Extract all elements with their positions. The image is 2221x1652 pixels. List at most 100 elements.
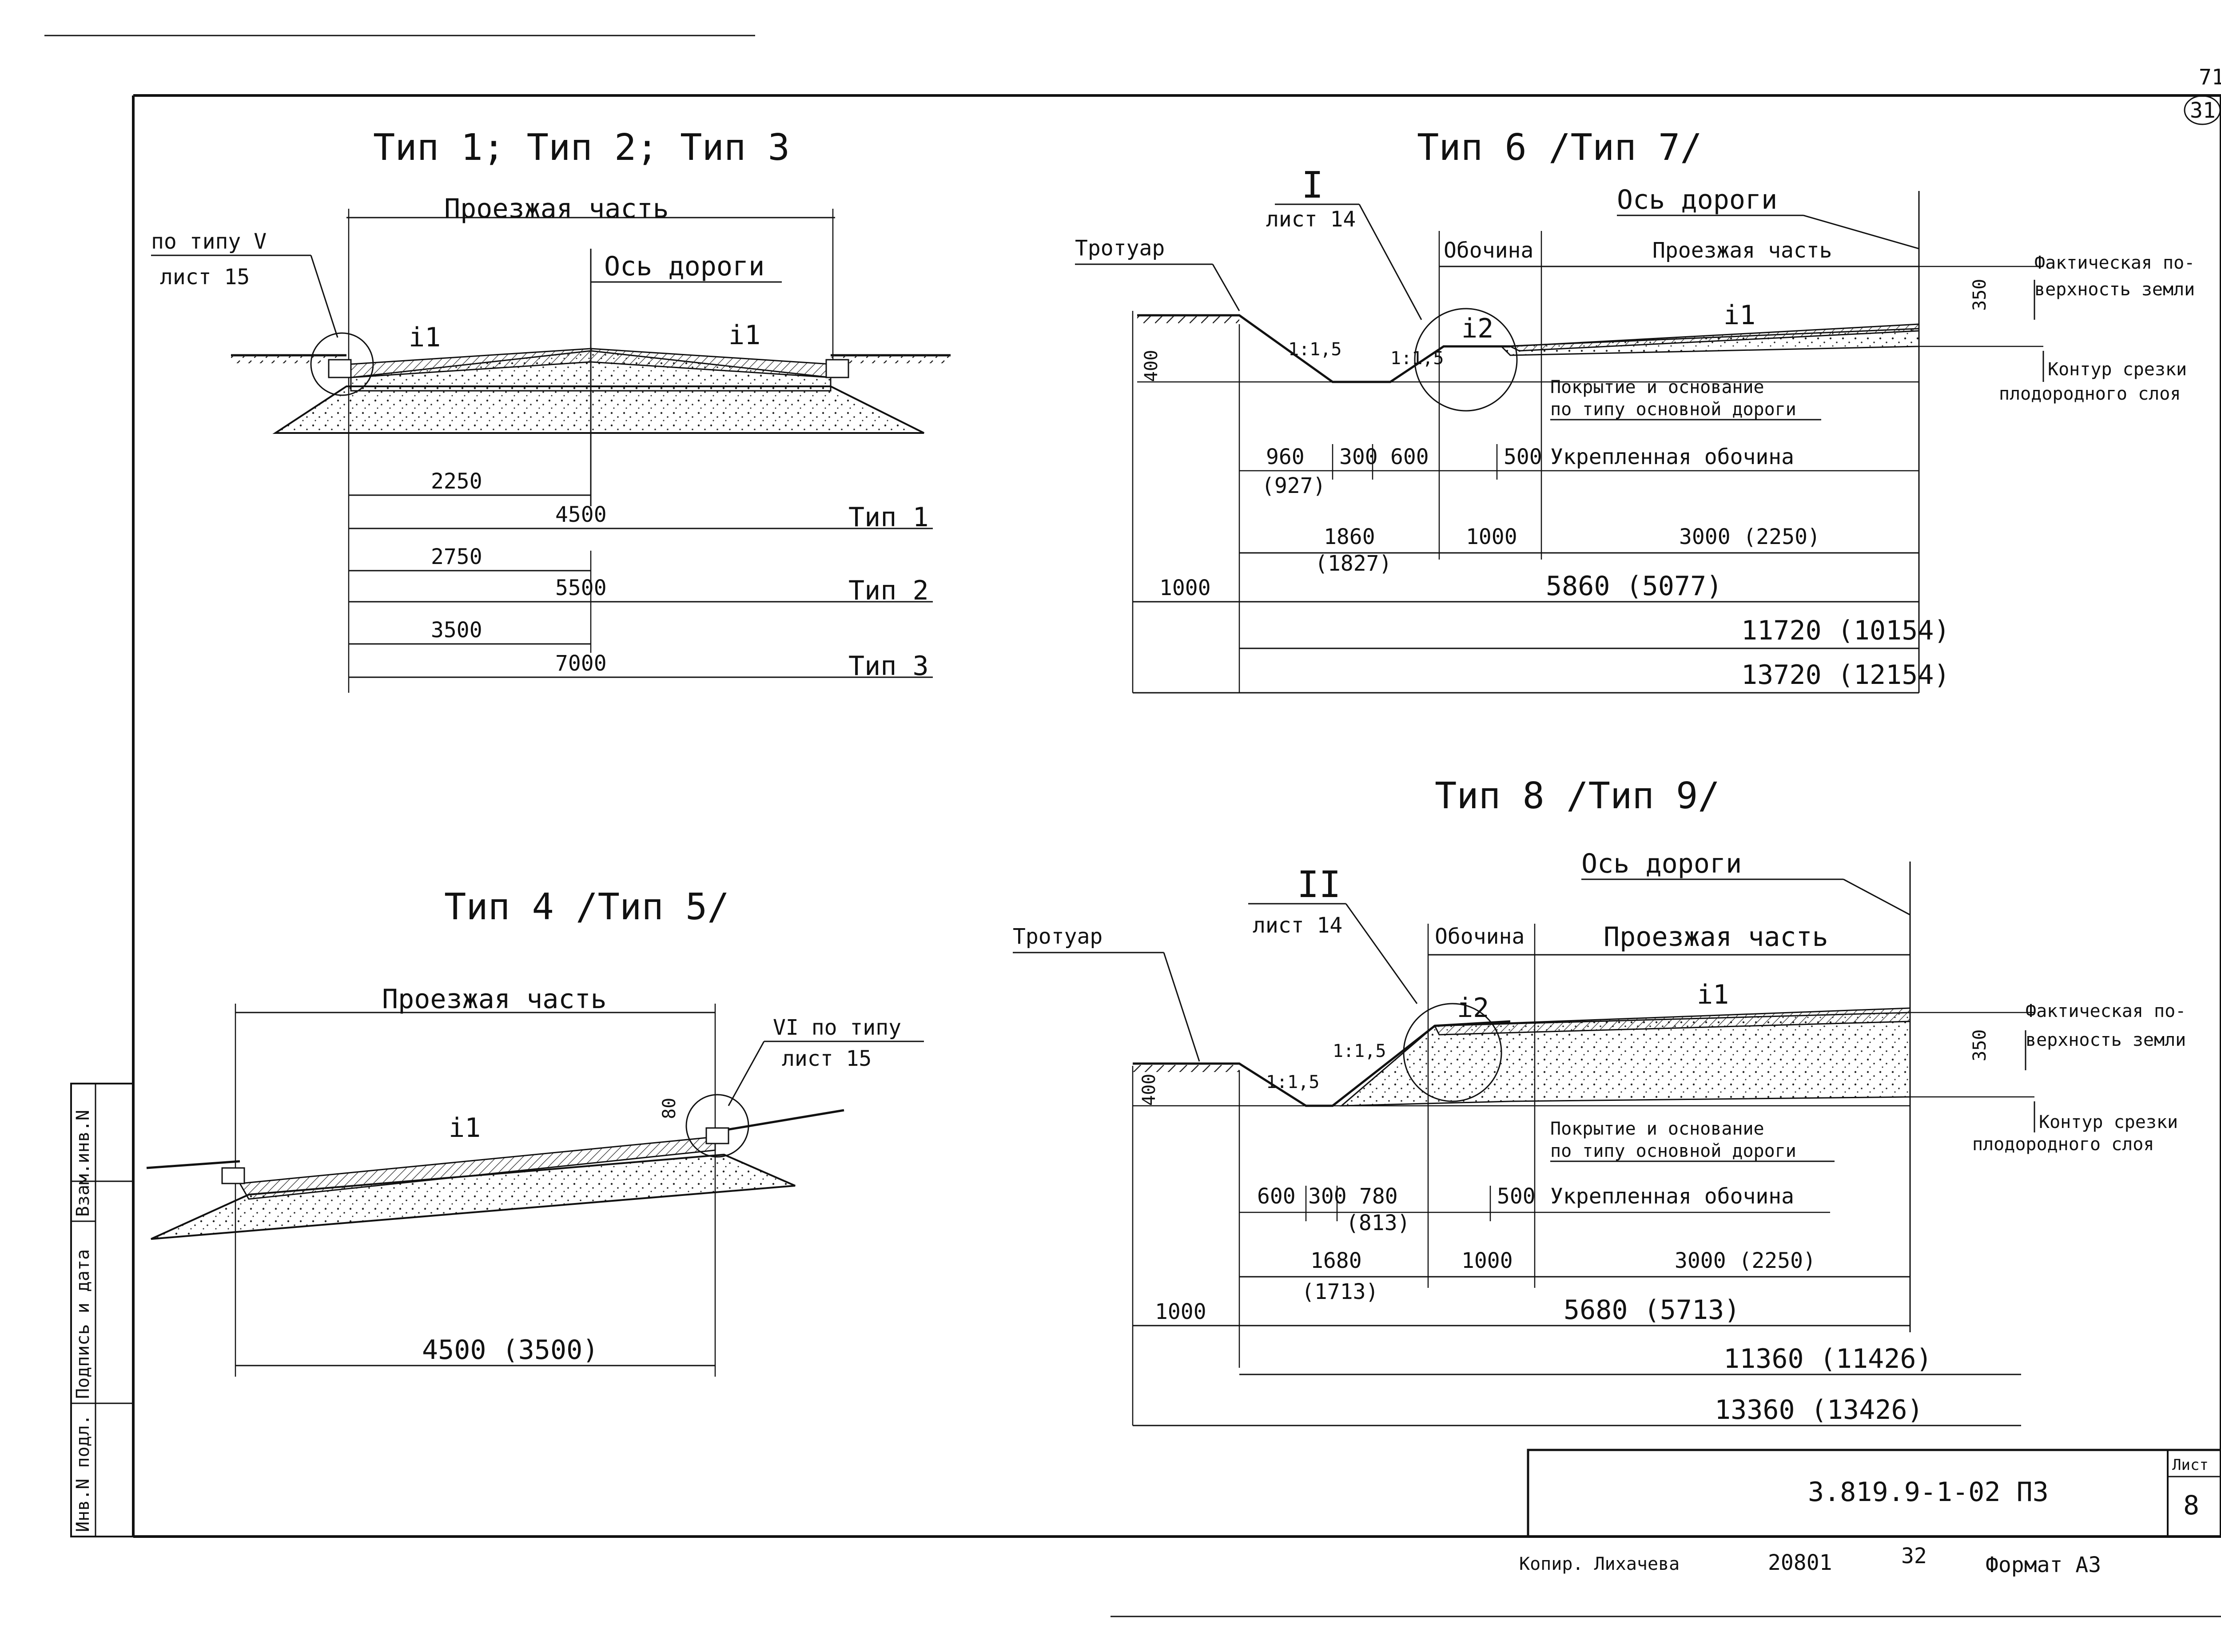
type67-d1000b: 1000: [1159, 576, 1211, 600]
type89-i1: i1: [1697, 979, 1729, 1010]
type89-h350: 350: [1970, 1029, 1990, 1061]
type89-pavement-2: по типу основной дороги: [1550, 1141, 1796, 1161]
type67-shoulder-label: Обочина: [1444, 238, 1533, 263]
type123-type-2: Тип 2: [848, 575, 929, 606]
type45-roadway-label: Проезжая часть: [382, 984, 607, 1015]
type45-ref-type: VI по типу: [773, 1015, 901, 1040]
title-block: 3.819.9-1-02 ПЗ Лист 8: [1527, 1449, 2221, 1538]
type123-dims: 2250 4500 Тип 1 2750 5500 Тип 2 3500 700…: [349, 469, 933, 682]
type67-dims: 960 (927) 300 600 500 1860 (1827) 1000 3…: [1132, 311, 1950, 694]
type123-roadway-label: Проезжая часть: [444, 193, 669, 224]
title-block-sheet-number: 8: [2183, 1490, 2199, 1521]
type89-cut-1: Контур срезки: [2039, 1112, 2178, 1132]
type67-title: Тип 6 /Тип 7/: [1417, 127, 1702, 169]
type89-shoulder-label: Обочина: [1435, 924, 1524, 949]
type67-d11720: 11720 (10154): [1741, 615, 1950, 646]
type123-slope-left: i1: [409, 322, 441, 353]
type45-height: 80: [659, 1098, 680, 1119]
type123-type-3: Тип 3: [848, 651, 929, 682]
type89-d500: 500: [1497, 1184, 1536, 1209]
type89-d3000: 3000 (2250): [1675, 1248, 1816, 1273]
type67-d3000: 3000 (2250): [1679, 524, 1820, 549]
section-type89: Тип 8 /Тип 9/ II лист 14 Ось дороги Прое…: [1013, 775, 2186, 1426]
type89-slope-2: 1:1,5: [1333, 1041, 1386, 1061]
type89-cut-2: плодородного слоя: [1972, 1134, 2154, 1155]
type67-axis-label: Ось дороги: [1617, 184, 1777, 215]
type89-slope-1: 1:1,5: [1266, 1072, 1319, 1092]
side-stamp-sign: Подпись и дата: [73, 1249, 93, 1399]
type45-title: Тип 4 /Тип 5/: [444, 886, 729, 928]
type89-reinforced: Укрепленная обочина: [1550, 1184, 1794, 1209]
type89-title: Тип 8 /Тип 9/: [1435, 775, 1720, 817]
page-number-circled: 31: [2190, 98, 2216, 123]
type123-dim-half-2: 2750: [431, 544, 482, 569]
type89-d1713: (1713): [1302, 1279, 1378, 1304]
title-block-sheet-label: Лист: [2172, 1456, 2209, 1474]
type67-d13720: 13720 (12154): [1741, 659, 1950, 691]
type67-d600: 600: [1390, 445, 1429, 469]
type67-slope-1: 1:1,5: [1288, 339, 1341, 360]
title-block-code: 3.819.9-1-02 ПЗ: [1808, 1477, 2049, 1508]
type67-pavement-2: по типу основной дороги: [1550, 399, 1796, 420]
type123-axis-label: Ось дороги: [604, 251, 764, 282]
type67-roadway-label: Проезжая часть: [1652, 238, 1832, 263]
type89-dims: 600 300 780 (813) 500 1680 (1713) 1000 3…: [1132, 1066, 2021, 1426]
type89-d813: (813): [1346, 1211, 1410, 1235]
type123-title: Тип 1; Тип 2; Тип 3: [373, 127, 790, 169]
type67-i2: i2: [1461, 313, 1493, 344]
type67-h400: 400: [1141, 350, 1162, 382]
type45-ref-sheet: лист 15: [782, 1046, 872, 1071]
footer-order: 20801: [1768, 1550, 1832, 1575]
type89-node-sheet: лист 14: [1253, 913, 1342, 938]
type123-dim-half-1: 2250: [431, 469, 482, 494]
page-number: 71 31: [2184, 65, 2221, 125]
type89-sidewalk-label: Тротуар: [1013, 924, 1103, 949]
type67-node: I: [1302, 164, 1323, 206]
footer-num: 32: [1901, 1544, 1927, 1569]
type123-dim-full-3: 7000: [555, 651, 607, 676]
type89-node: II: [1297, 864, 1341, 906]
type67-d1860: 1860: [1324, 524, 1375, 549]
type89-d13360: 13360 (13426): [1715, 1394, 1923, 1426]
type89-d780: 780: [1359, 1184, 1398, 1209]
type89-d300: 300: [1308, 1184, 1347, 1209]
type89-i2: i2: [1457, 993, 1489, 1024]
footer-format: Формат А3: [1986, 1553, 2101, 1577]
type89-surface-2: верхность земли: [2026, 1030, 2186, 1050]
section-type67: Тип 6 /Тип 7/ I лист 14 Ось дороги Проез…: [1075, 127, 2195, 694]
type89-d11360: 11360 (11426): [1723, 1343, 1932, 1374]
type89-d600: 600: [1257, 1184, 1296, 1209]
type67-d927: (927): [1262, 473, 1326, 498]
type123-slope-right: i1: [728, 320, 760, 351]
type67-i1: i1: [1723, 300, 1755, 331]
type89-surface-1: Фактическая по-: [2026, 1001, 2186, 1021]
type89-d5680: 5680 (5713): [1564, 1295, 1740, 1326]
type67-d500: 500: [1504, 445, 1542, 469]
type67-slope-2: 1:1,5: [1390, 348, 1444, 369]
type89-d1680: 1680: [1310, 1248, 1362, 1273]
type89-axis-label: Ось дороги: [1581, 848, 1742, 879]
type67-h350: 350: [1970, 279, 1990, 311]
side-stamp-replace: Взам.инв.N: [73, 1110, 93, 1217]
type67-cut-1: Контур срезки: [2048, 359, 2187, 380]
footer: Копир. Лихачева 20801 32 Формат А3: [1519, 1544, 2101, 1577]
page-number-top: 71: [2199, 65, 2221, 90]
type89-h400: 400: [1139, 1074, 1159, 1106]
type89-pavement-1: Покрытие и основание: [1550, 1119, 1764, 1139]
type89-d1000b: 1000: [1155, 1299, 1206, 1324]
side-stamp: Инв.N подл. Подпись и дата Взам.инв.N: [70, 1083, 134, 1537]
section-type45: Тип 4 /Тип 5/ Проезжая часть VI по типу …: [146, 886, 924, 1377]
type123-ref-sheet: лист 15: [160, 265, 250, 290]
type123-dim-full-1: 4500: [555, 502, 607, 527]
type67-cut-2: плодородного слоя: [1999, 384, 2181, 404]
type67-surface-1: Фактическая по-: [2034, 253, 2195, 273]
side-stamp-inv: Инв.N подл.: [73, 1414, 93, 1532]
type67-reinforced: Укрепленная обочина: [1550, 445, 1794, 469]
type89-roadway-label: Проезжая часть: [1604, 921, 1828, 953]
type67-d1827: (1827): [1315, 551, 1392, 576]
type123-dim-full-2: 5500: [555, 576, 607, 600]
type67-d5860: 5860 (5077): [1546, 571, 1722, 602]
type45-width: 4500 (3500): [422, 1334, 598, 1366]
type67-d960: 960: [1266, 445, 1305, 469]
